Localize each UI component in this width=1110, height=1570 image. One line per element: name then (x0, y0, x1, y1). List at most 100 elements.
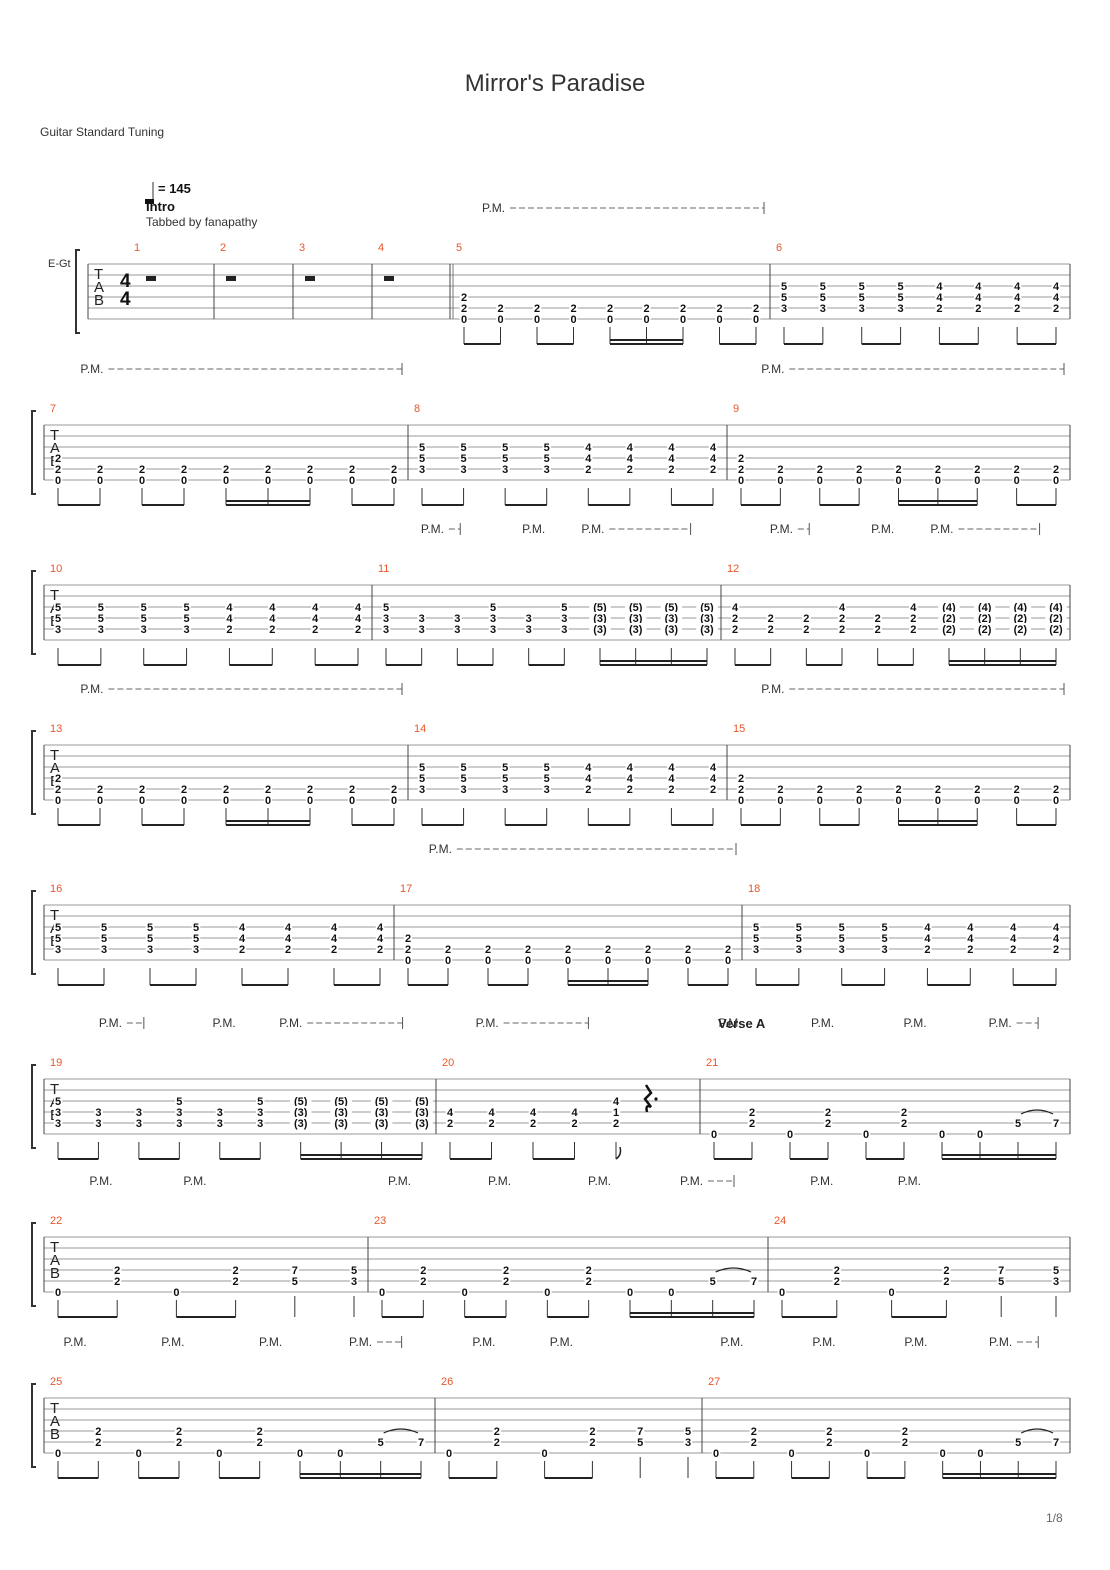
fret-mask (642, 302, 651, 313)
fret-mask (53, 1095, 63, 1106)
fret-number: 2 (738, 453, 744, 465)
fret-mask (145, 932, 155, 943)
fret-number: (2) (1014, 613, 1028, 625)
fret-mask (1013, 1117, 1023, 1128)
fret-mask (589, 612, 611, 623)
fret-mask (861, 1128, 871, 1139)
fret-mask (776, 463, 785, 474)
fret-number: 0 (136, 1448, 142, 1460)
fret-number: 2 (1053, 464, 1059, 476)
fret-number: 2 (181, 464, 187, 476)
fret-mask (263, 463, 273, 474)
fret-number: 2 (710, 464, 716, 476)
fret-mask (973, 623, 996, 634)
fret-number: (2) (1049, 624, 1063, 636)
fret-number: 2 (738, 773, 744, 785)
fret-mask (667, 772, 676, 783)
fret-number: (3) (375, 1118, 389, 1130)
fret-mask (751, 921, 761, 932)
fret-mask (137, 463, 147, 474)
measure-number: 3 (299, 242, 305, 254)
fret-mask (678, 313, 688, 324)
measure-number: 25 (50, 1376, 62, 1388)
fret-number: 0 (1053, 795, 1059, 807)
fret-number: 5 (141, 613, 147, 625)
fret-mask (139, 623, 148, 634)
fret-mask (191, 932, 201, 943)
fret-mask (459, 302, 469, 313)
fret-number: 4 (1014, 281, 1021, 293)
fret-mask (221, 474, 231, 485)
fret-number: 2 (226, 624, 232, 636)
fret-mask (411, 1095, 433, 1106)
fret-mask (492, 1436, 502, 1447)
fret-number: 2 (585, 464, 591, 476)
fret-mask (776, 783, 785, 794)
fret-number: 4 (331, 922, 338, 934)
fret-mask (137, 783, 147, 794)
fret-number: 5 (419, 453, 425, 465)
fret-number: 2 (749, 1118, 755, 1130)
fret-number: 2 (461, 303, 467, 315)
fret-mask (353, 612, 363, 623)
fret-number: 4 (377, 933, 384, 945)
tab-clef-letter: T (94, 266, 103, 283)
fret-number: 3 (796, 944, 802, 956)
fret-number: 4 (732, 602, 739, 614)
fret-mask (625, 761, 635, 772)
fret-number: 2 (176, 1437, 182, 1449)
song-title: Mirror's Paradise (464, 70, 646, 97)
fret-number: (3) (593, 613, 607, 625)
fret-mask (172, 1286, 181, 1297)
fret-number: 3 (561, 624, 567, 636)
palm-mute-label: P.M. (770, 522, 793, 536)
fret-number: 0 (497, 314, 503, 326)
fret-number: 4 (1053, 292, 1060, 304)
fret-mask (268, 623, 277, 634)
fret-number: (5) (375, 1096, 389, 1108)
fret-number: 2 (825, 1118, 831, 1130)
fret-number: 0 (223, 475, 229, 487)
fret-mask (221, 794, 231, 805)
system-bracket (31, 410, 36, 495)
fret-mask (896, 302, 905, 313)
fret-mask (667, 441, 676, 452)
fret-number: 4 (627, 442, 634, 454)
fret-number: 0 (216, 1448, 222, 1460)
fret-number: 3 (55, 944, 61, 956)
fret-number: 2 (1053, 944, 1059, 956)
fret-number: 2 (825, 1107, 831, 1119)
fret-number: 0 (544, 1287, 550, 1299)
fret-number: 2 (331, 944, 337, 956)
fret-mask (330, 1117, 352, 1128)
fret-number: 0 (265, 475, 271, 487)
fret-mask (255, 1436, 264, 1447)
fret-mask (1008, 932, 1018, 943)
fret-mask (255, 1106, 265, 1117)
fret-mask (584, 772, 593, 783)
fret-mask (973, 474, 982, 485)
fret-number: 3 (526, 613, 532, 625)
fret-number: 3 (753, 944, 759, 956)
fret-mask (779, 280, 789, 291)
fret-number: 2 (856, 464, 862, 476)
fret-mask (624, 601, 647, 612)
fret-mask (938, 1447, 947, 1458)
fret-mask (667, 452, 676, 463)
fret-number: (3) (700, 624, 714, 636)
fret-mask (683, 1436, 693, 1447)
fret-number: 5 (544, 762, 550, 774)
fret-mask (95, 463, 105, 474)
fret-mask (873, 612, 882, 623)
fret-mask (825, 1425, 834, 1436)
fret-mask (53, 772, 63, 783)
fret-number: 2 (974, 464, 980, 476)
fret-number: 7 (637, 1426, 643, 1438)
fret-mask (708, 441, 718, 452)
fret-number: 0 (542, 1448, 548, 1460)
whole-rest (384, 276, 394, 281)
fret-number: 5 (685, 1426, 691, 1438)
rest-dot (654, 1097, 658, 1101)
fret-number: 3 (544, 464, 550, 476)
fret-number: 2 (935, 464, 941, 476)
